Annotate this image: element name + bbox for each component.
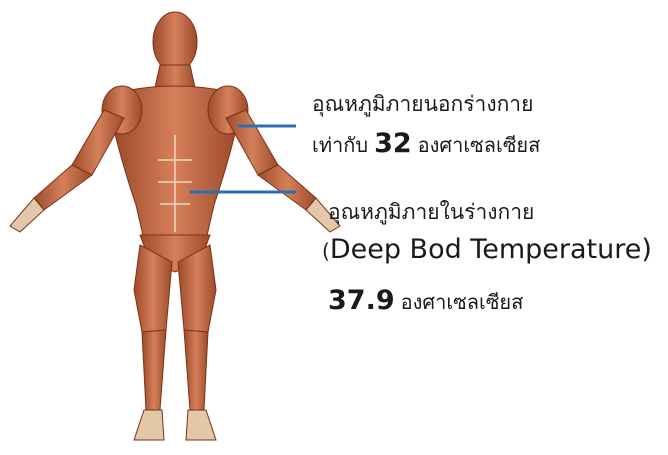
left-shin	[142, 330, 166, 410]
right-foot	[186, 410, 216, 440]
inner-temperature-title: อุณหภูมิภายในร่างกาย	[328, 196, 534, 229]
outer-prefix: เท่ากับ	[312, 133, 368, 157]
open-paren: (	[322, 239, 330, 263]
left-foot	[134, 410, 164, 440]
english-term: Deep Bod Temperature	[330, 234, 642, 265]
outer-temperature-title: อุณหภูมิภายนอกร่างกาย	[312, 88, 533, 121]
left-upper-arm	[72, 110, 124, 175]
inner-unit: องศาเซลเซียส	[401, 290, 524, 314]
inner-temperature-english: (Deep Bod Temperature)	[322, 234, 652, 265]
close-paren: )	[641, 234, 652, 265]
outer-value-number: 32	[374, 128, 412, 159]
right-forearm	[258, 165, 316, 210]
right-upper-arm	[226, 110, 278, 175]
outer-unit: องศาเซลเซียส	[418, 133, 541, 157]
left-hand	[10, 198, 44, 232]
left-forearm	[34, 165, 92, 210]
inner-temperature-value-line: 37.9องศาเซลเซียส	[328, 285, 523, 318]
inner-value-number: 37.9	[328, 285, 395, 316]
outer-temperature-value-line: เท่ากับ32องศาเซลเซียส	[312, 128, 540, 161]
head	[153, 12, 197, 72]
right-shin	[184, 330, 208, 410]
